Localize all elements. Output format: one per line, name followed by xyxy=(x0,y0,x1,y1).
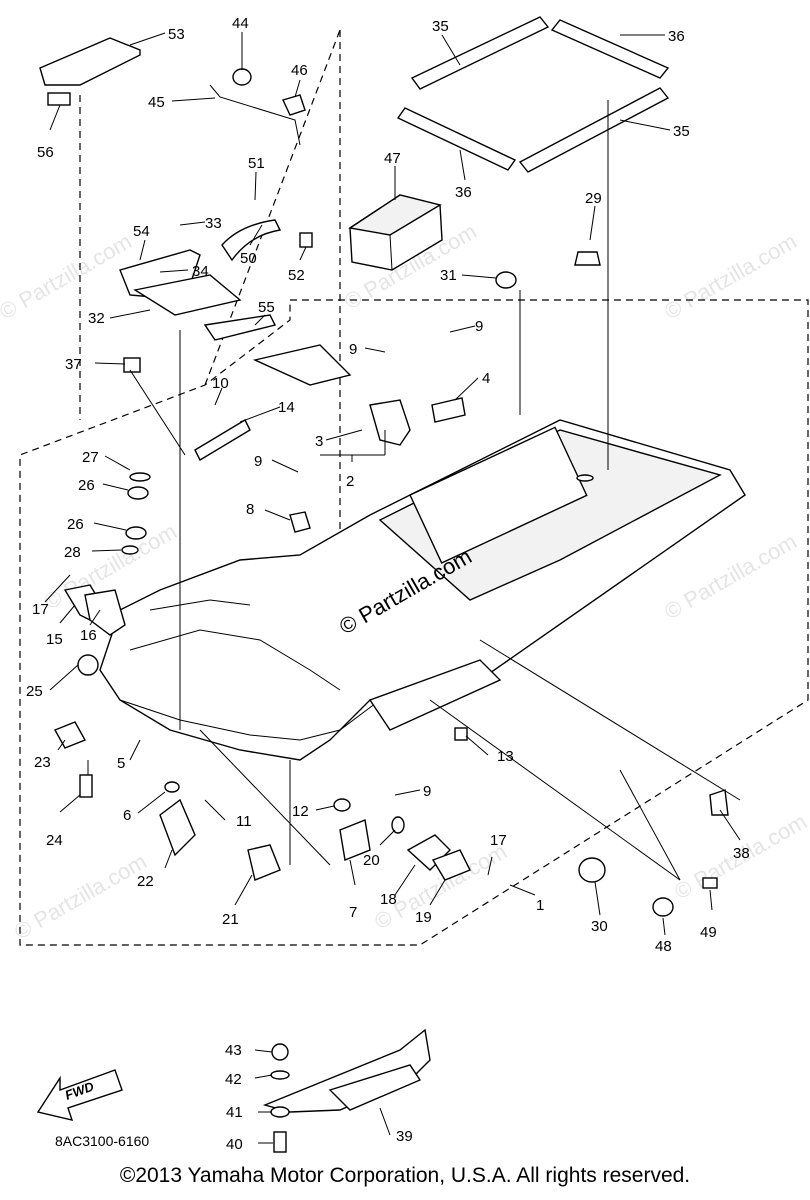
callout-9-d: 9 xyxy=(423,783,431,800)
watermark: © Partzilla.com xyxy=(660,529,801,625)
callout-15: 15 xyxy=(46,631,63,648)
rubber-strips xyxy=(396,16,670,173)
callout-49: 49 xyxy=(700,924,717,941)
callout-labels: 53 56 44 45 46 35 36 35 36 47 51 33 54 3… xyxy=(26,15,750,1153)
callout-46: 46 xyxy=(291,62,308,79)
callout-14: 14 xyxy=(278,399,295,416)
watermark: © Partzilla.com xyxy=(660,229,801,325)
callout-18: 18 xyxy=(380,891,397,908)
callout-9-b: 9 xyxy=(475,318,483,335)
callout-12: 12 xyxy=(292,803,309,820)
callout-2: 2 xyxy=(346,473,354,490)
callout-30: 30 xyxy=(591,918,608,935)
callout-1: 1 xyxy=(536,897,544,914)
callout-23: 23 xyxy=(34,754,51,771)
callout-31: 31 xyxy=(440,267,457,284)
callout-4: 4 xyxy=(482,370,490,387)
callout-43: 43 xyxy=(225,1042,242,1059)
callout-35-right: 35 xyxy=(673,123,690,140)
callout-55: 55 xyxy=(258,299,275,316)
callout-51: 51 xyxy=(248,155,265,172)
callout-8: 8 xyxy=(246,501,254,518)
callout-5: 5 xyxy=(117,755,125,772)
callout-36-bottom: 36 xyxy=(455,184,472,201)
chassis-frame xyxy=(99,419,746,761)
callout-34: 34 xyxy=(192,263,209,280)
callout-22: 22 xyxy=(137,873,154,890)
callout-39: 39 xyxy=(396,1128,413,1145)
callout-35-top: 35 xyxy=(432,18,449,35)
callout-40: 40 xyxy=(226,1136,243,1153)
callout-50: 50 xyxy=(240,250,257,267)
callout-32: 32 xyxy=(88,310,105,327)
callout-47: 47 xyxy=(384,150,401,167)
callout-54: 54 xyxy=(133,223,150,240)
callout-41: 41 xyxy=(226,1104,243,1121)
callout-11: 11 xyxy=(236,813,252,830)
callout-7: 7 xyxy=(349,904,357,921)
callout-52: 52 xyxy=(288,267,305,284)
callout-48: 48 xyxy=(655,938,672,955)
callout-37: 37 xyxy=(65,356,82,373)
callout-9-a: 9 xyxy=(349,341,357,358)
callout-36-top: 36 xyxy=(668,28,685,45)
callout-27: 27 xyxy=(82,449,99,466)
callout-28: 28 xyxy=(64,544,81,561)
leader-lines xyxy=(44,32,741,1144)
callout-13: 13 xyxy=(497,748,514,765)
small-parts xyxy=(39,37,729,917)
callout-20: 20 xyxy=(363,852,380,869)
watermark: © Partzilla.com xyxy=(10,849,151,945)
callout-26-b: 26 xyxy=(67,516,84,533)
callout-17-right: 17 xyxy=(490,832,507,849)
copyright-notice: ©2013 Yamaha Motor Corporation, U.S.A. A… xyxy=(119,1164,691,1187)
callout-42: 42 xyxy=(225,1071,242,1088)
callout-9-c: 9 xyxy=(254,453,262,470)
callout-38: 38 xyxy=(733,845,750,862)
callout-33: 33 xyxy=(205,215,222,232)
watermark: © Partzilla.com xyxy=(0,229,136,325)
callout-45: 45 xyxy=(148,94,165,111)
callout-3: 3 xyxy=(315,433,323,450)
callout-25: 25 xyxy=(26,683,43,700)
callout-16: 16 xyxy=(80,627,97,644)
callout-10: 10 xyxy=(212,375,229,392)
callout-17-left: 17 xyxy=(32,601,49,618)
fwd-arrow-icon: FWD xyxy=(36,1069,123,1121)
diagram-code: 8AC3100-6160 xyxy=(55,1133,150,1149)
callout-56: 56 xyxy=(37,144,54,161)
callout-29: 29 xyxy=(585,190,602,207)
storage-case xyxy=(348,194,443,271)
callout-24: 24 xyxy=(46,832,63,849)
callout-21: 21 xyxy=(222,911,239,928)
callout-6: 6 xyxy=(123,807,131,824)
callout-44: 44 xyxy=(232,15,249,32)
callout-26-a: 26 xyxy=(78,477,95,494)
callout-53: 53 xyxy=(168,26,185,43)
callout-19: 19 xyxy=(415,909,432,926)
